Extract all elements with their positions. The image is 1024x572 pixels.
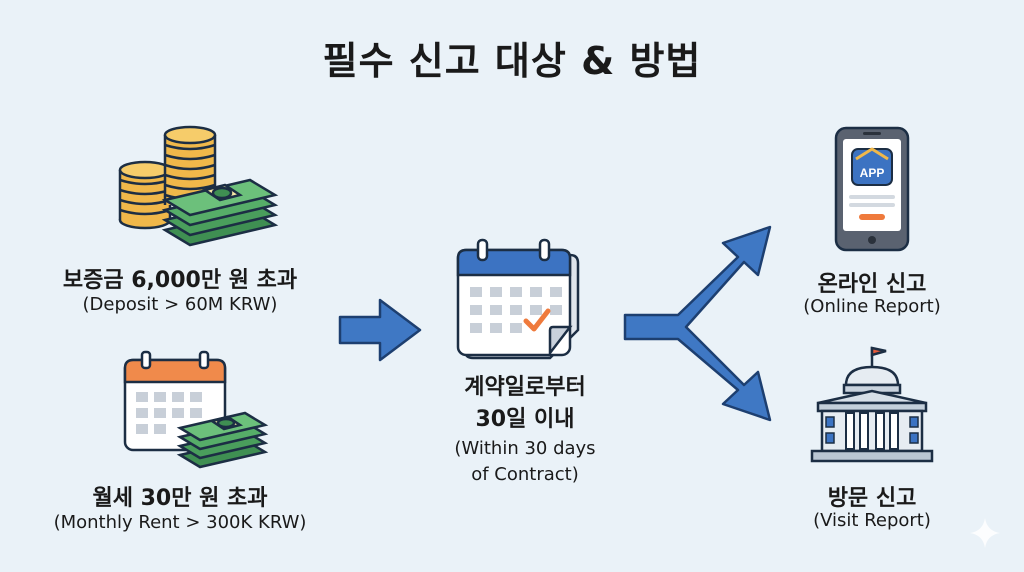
condition-deposit-sub: (Deposit > 60M KRW): [82, 294, 278, 315]
app-badge-text: APP: [860, 166, 885, 180]
sparkle-icon: [970, 518, 1000, 548]
calendar-money-icon: [123, 350, 269, 469]
method-visit-sub: (Visit Report): [813, 510, 931, 531]
phone-app-icon: APP: [834, 126, 910, 252]
condition-deposit-label: 보증금 6,000만 원 초과: [62, 268, 298, 293]
calendar-check-icon: [456, 238, 580, 360]
checkmark-icon: [523, 308, 551, 332]
condition-rent-label: 월세 30만 원 초과: [92, 486, 268, 511]
deadline-line2: 30일 이내: [475, 407, 575, 432]
coins-money-icon: [118, 125, 279, 247]
method-online-label: 온라인 신고: [817, 272, 927, 297]
government-building-icon: [810, 346, 934, 463]
fork-arrow-icon: [623, 225, 772, 422]
page-title: 필수 신고 대상 & 방법: [322, 39, 702, 83]
deadline-block: 계약일로부터 30일 이내 (Within 30 days of Contrac…: [415, 372, 635, 488]
right-arrow-icon: [338, 298, 422, 362]
condition-rent-sub: (Monthly Rent > 300K KRW): [53, 512, 307, 533]
deadline-sub2: of Contract): [471, 464, 579, 485]
method-visit-label: 방문 신고: [827, 486, 917, 511]
deadline-line1: 계약일로부터: [464, 375, 586, 400]
method-online-sub: (Online Report): [803, 296, 941, 317]
deadline-sub1: (Within 30 days: [454, 438, 596, 459]
